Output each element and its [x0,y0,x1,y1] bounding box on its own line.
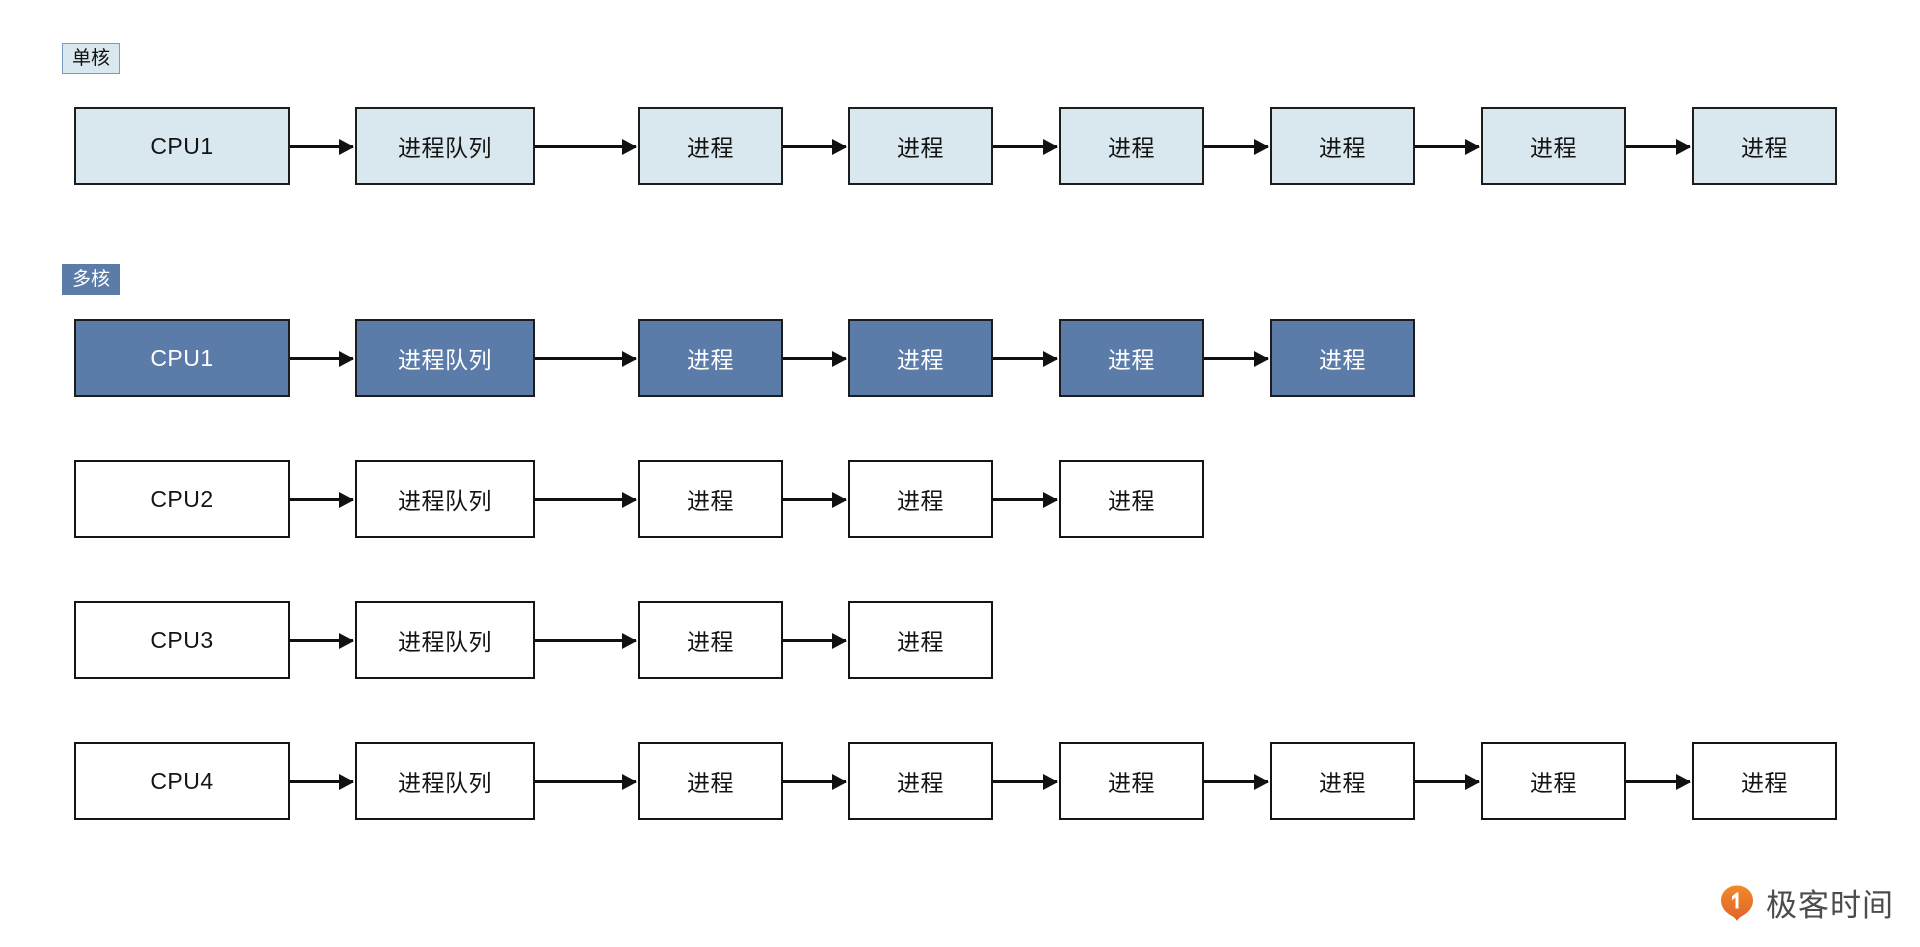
node-box[interactable]: 进程 [1481,742,1626,820]
node-box[interactable]: CPU3 [74,601,290,679]
section-tag-multi-core: 多核 [62,264,121,295]
node-box[interactable]: 进程 [848,107,993,185]
node-box[interactable]: 进程 [1270,107,1415,185]
node-box[interactable]: 进程 [1692,742,1837,820]
node-box[interactable]: 进程 [848,742,993,820]
node-box[interactable]: 进程 [848,460,993,538]
node-box[interactable]: 进程 [638,601,783,679]
geektime-logo-icon [1718,884,1756,922]
node-box[interactable]: 进程队列 [355,742,535,820]
flow-arrow [993,491,1058,508]
flow-arrow [783,491,847,508]
node-box[interactable]: 进程队列 [355,460,535,538]
node-box[interactable]: CPU2 [74,460,290,538]
node-box[interactable]: 进程 [1059,460,1204,538]
flow-arrow [290,350,354,367]
node-box[interactable]: 进程 [848,319,993,397]
node-box[interactable]: 进程队列 [355,601,535,679]
flow-arrow [783,138,847,155]
node-box[interactable]: CPU1 [74,319,290,397]
flow-arrow [290,632,354,649]
flow-arrow [1204,138,1269,155]
node-box[interactable]: 进程 [638,742,783,820]
flow-arrow [535,632,637,649]
flow-arrow [1204,773,1269,790]
flow-arrow [993,773,1058,790]
flow-arrow [993,350,1058,367]
flow-arrow [1415,138,1480,155]
flow-arrow [1626,773,1691,790]
node-box[interactable]: 进程队列 [355,319,535,397]
flow-arrow [535,138,637,155]
flow-arrow [1415,773,1480,790]
node-box[interactable]: 进程 [638,107,783,185]
node-box[interactable]: 进程 [1059,742,1204,820]
flow-arrow [290,773,354,790]
flow-arrow [1204,350,1269,367]
node-box[interactable]: 进程 [638,460,783,538]
node-box[interactable]: 进程 [848,601,993,679]
watermark: 极客时间 [1718,880,1894,925]
node-box[interactable]: 进程 [1270,319,1415,397]
flow-arrow [993,138,1058,155]
node-box[interactable]: CPU1 [74,107,290,185]
flow-arrow [535,491,637,508]
flow-arrow [290,491,354,508]
flow-arrow [783,773,847,790]
flow-arrow [535,350,637,367]
flow-arrow [290,138,354,155]
node-box[interactable]: 进程 [1270,742,1415,820]
node-box[interactable]: 进程 [638,319,783,397]
node-box[interactable]: 进程队列 [355,107,535,185]
watermark-text: 极客时间 [1766,888,1894,923]
flow-arrow [1626,138,1691,155]
flow-arrow [783,350,847,367]
section-tag-single-core: 单核 [62,43,121,74]
flow-arrow [535,773,637,790]
node-box[interactable]: 进程 [1481,107,1626,185]
node-box[interactable]: 进程 [1059,107,1204,185]
flow-arrow [783,632,847,649]
node-box[interactable]: 进程 [1692,107,1837,185]
node-box[interactable]: CPU4 [74,742,290,820]
node-box[interactable]: 进程 [1059,319,1204,397]
